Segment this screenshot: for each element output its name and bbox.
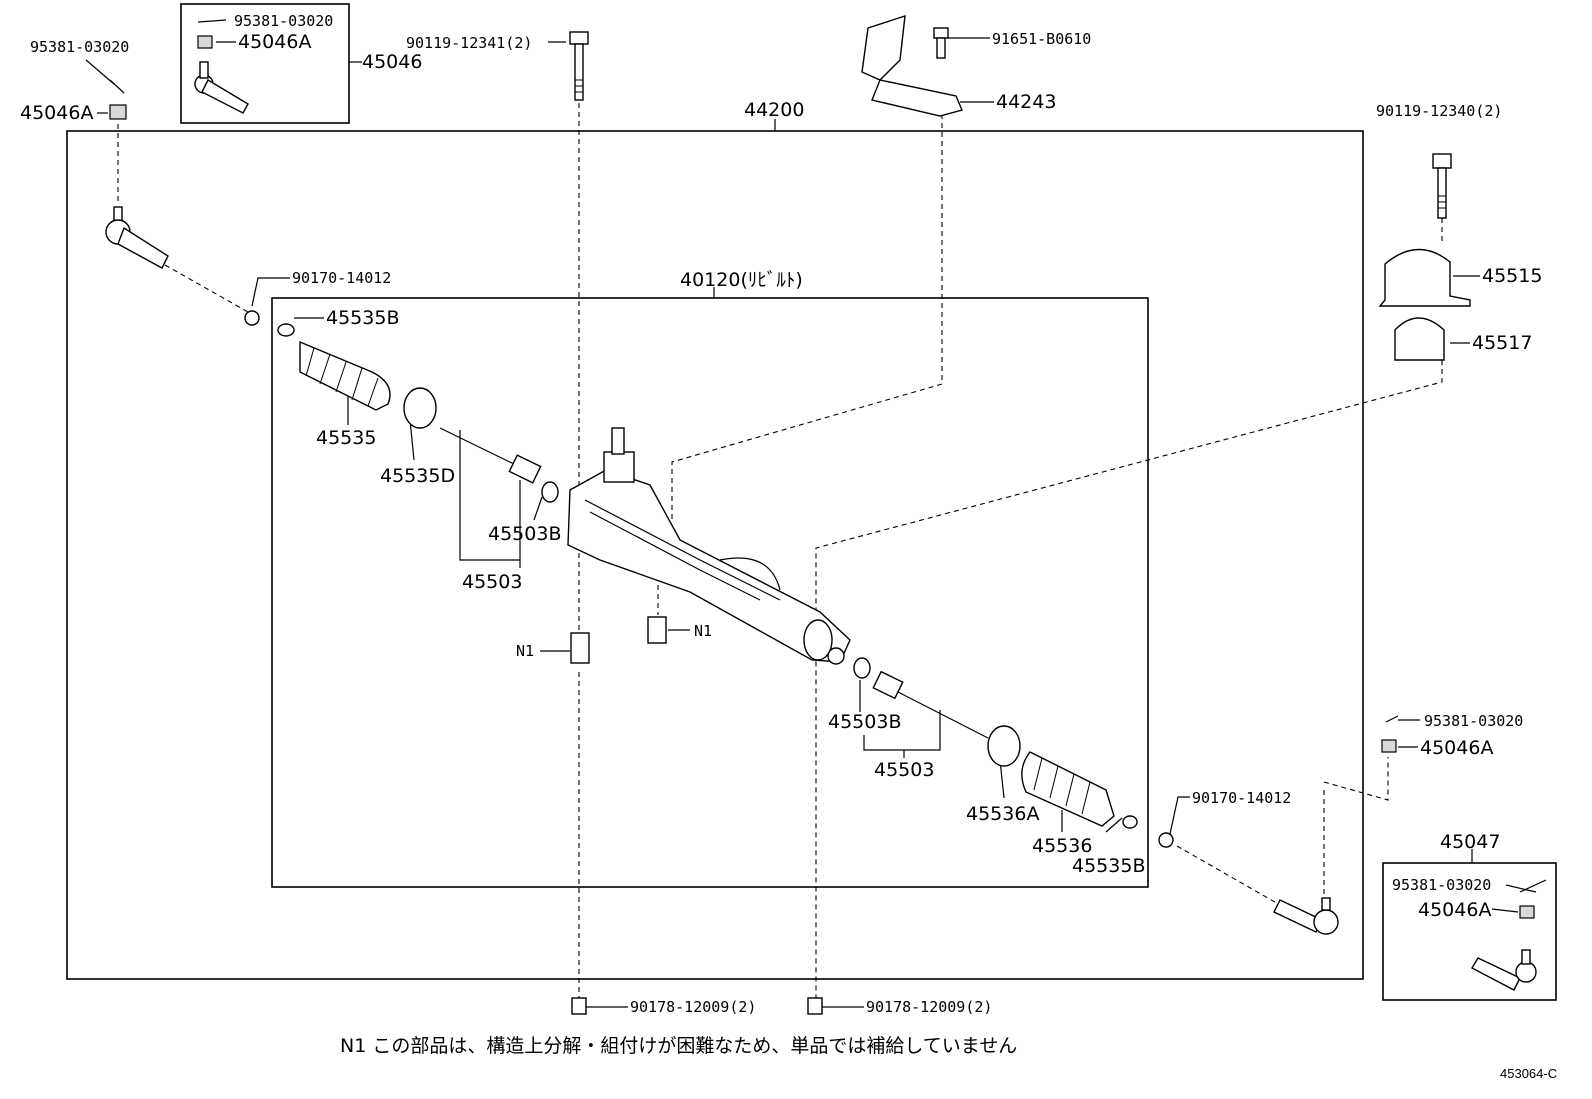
right-tie-rod-end-icon [1273,897,1339,935]
label-bolt-91651: 91651-B0610 [992,30,1091,48]
footnote-n1: N1 この部品は、構造上分解・組付けが困難なため、単品では補給していません [340,1035,1017,1057]
label-kit-45046-nut: 45046A [238,31,311,53]
kit-45046-nut-icon [197,35,213,49]
cotter-pin-icon [109,79,125,94]
label-rod-45503-left: 45503 [462,571,522,593]
bolt-90119-12341-icon [569,31,589,101]
label-bolt-90119-12341: 90119-12341(2) [406,34,532,52]
leader-lines [85,37,1537,1008]
left-clamp-45535D-icon [403,387,437,429]
kit-45046-frame [180,3,350,124]
right-castle-nut-icon [1381,739,1397,753]
label-95381-top-left: 95381-03020 [30,38,129,56]
bracket-45515-icon [1378,248,1471,307]
label-kit-45046-pin: 95381-03020 [234,12,333,30]
label-clamp-45536A: 45536A [966,803,1039,825]
label-bolt-90119-12340: 90119-12340(2) [1376,102,1502,120]
rack-bush-n1-right-icon [647,616,667,644]
bolt-91651-icon [933,27,949,59]
phantom-lines [117,103,1443,998]
label-kit-45047-pin: 95381-03020 [1392,876,1491,894]
left-lock-nut-icon [244,310,260,326]
flange-nut-90178-right-icon [807,997,823,1015]
label-kit-45047: 45047 [1440,831,1500,853]
label-nut-90170-left: 90170-14012 [292,269,391,287]
assembly-44200-frame [66,130,1364,980]
flange-nut-90178-left-icon [571,997,587,1015]
right-boot-45536-icon [1021,751,1115,827]
label-45046A-top-left: 45046A [20,102,93,124]
label-washer-45503B-left: 45503B [488,523,561,545]
left-boot-clamp-45535B-icon [277,323,295,337]
right-lock-nut-icon [1158,832,1174,848]
kit-45047-tie-rod-end-icon [1471,949,1537,991]
label-kit-45046: 45046 [362,51,422,73]
kit-45046-pin-icon [197,19,227,23]
label-clamp-45535B-right: 45535B [1072,855,1145,877]
label-assembly-44200: 44200 [744,99,804,121]
label-rebuilt-40120: 40120(ﾘﾋﾞﾙﾄ) [680,269,803,291]
label-nut-45046A-right: 45046A [1420,737,1493,759]
right-inner-rod-icon [872,670,989,739]
label-kit-45047-nut: 45046A [1418,899,1491,921]
label-washer-45503B-right: 45503B [828,711,901,733]
label-clamp-45535D: 45535D [380,465,455,487]
bolt-90119-12340-icon [1432,153,1452,219]
kit-45047-pin-icon [1519,879,1547,893]
label-nut-90178-right: 90178-12009(2) [866,998,992,1016]
left-boot-45535-icon [299,340,391,411]
label-boot-45536: 45536 [1032,835,1092,857]
right-claw-washer-icon [853,657,871,679]
label-bush-45517: 45517 [1472,332,1532,354]
bracket-44243-icon [861,14,963,117]
label-clamp-45535B-left: 45535B [326,307,399,329]
kit-45047-frame [1382,862,1557,1001]
right-boot-clamp-45535B-icon [1122,815,1138,829]
rebuilt-40120-frame [271,297,1149,888]
bush-45517-icon [1394,317,1445,361]
label-bracket-44243: 44243 [996,91,1056,113]
right-clamp-45536A-icon [987,725,1021,767]
castle-nut-icon [109,104,127,120]
label-bracket-45515: 45515 [1482,265,1542,287]
left-claw-washer-icon [541,481,559,503]
label-nut-90170-right: 90170-14012 [1192,789,1291,807]
steering-rack-housing-icon [567,427,851,665]
diagram-code: 453064-C [1500,1066,1557,1081]
rack-bush-n1-left-icon [570,632,590,664]
label-nut-90178-left: 90178-12009(2) [630,998,756,1016]
label-rod-45503-right: 45503 [874,759,934,781]
label-n1-left: N1 [516,642,534,660]
kit-45047-nut-icon [1519,905,1535,919]
label-n1-right: N1 [694,622,712,640]
left-tie-rod-end-icon [105,206,169,269]
kit-45046-tie-rod-end-icon [194,61,249,114]
right-cotter-pin-icon [1385,715,1399,723]
label-boot-45535: 45535 [316,427,376,449]
label-pin-95381-right: 95381-03020 [1424,712,1523,730]
left-inner-rod-icon [439,427,542,484]
